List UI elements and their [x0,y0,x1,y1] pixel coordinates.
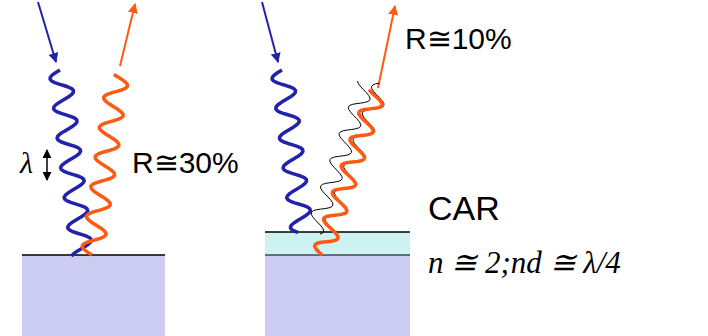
surface-line [265,231,410,233]
light-wave [50,70,91,256]
incident-arrow [38,2,56,62]
surface-line [22,254,165,256]
light-wave [272,70,310,232]
light-wave [82,74,127,255]
reflectance-label: R≅10% [405,22,512,55]
light-wave [325,83,384,234]
wavelength-symbol: λ [20,146,33,179]
wavelength-arrow [46,150,48,180]
coating-parameters: n ≅ 2;nd ≅ λ/4 [428,246,621,280]
substrate [22,255,165,336]
incident-arrow [262,2,278,62]
coating-name: CAR [428,190,500,227]
light-wave [315,90,383,255]
substrate [265,255,410,336]
reflected-arrow [120,4,135,66]
interface-line [265,255,410,256]
light-wave [311,81,370,234]
reflected-arrow [378,6,395,88]
reflectance-label: R≅30% [132,146,239,179]
